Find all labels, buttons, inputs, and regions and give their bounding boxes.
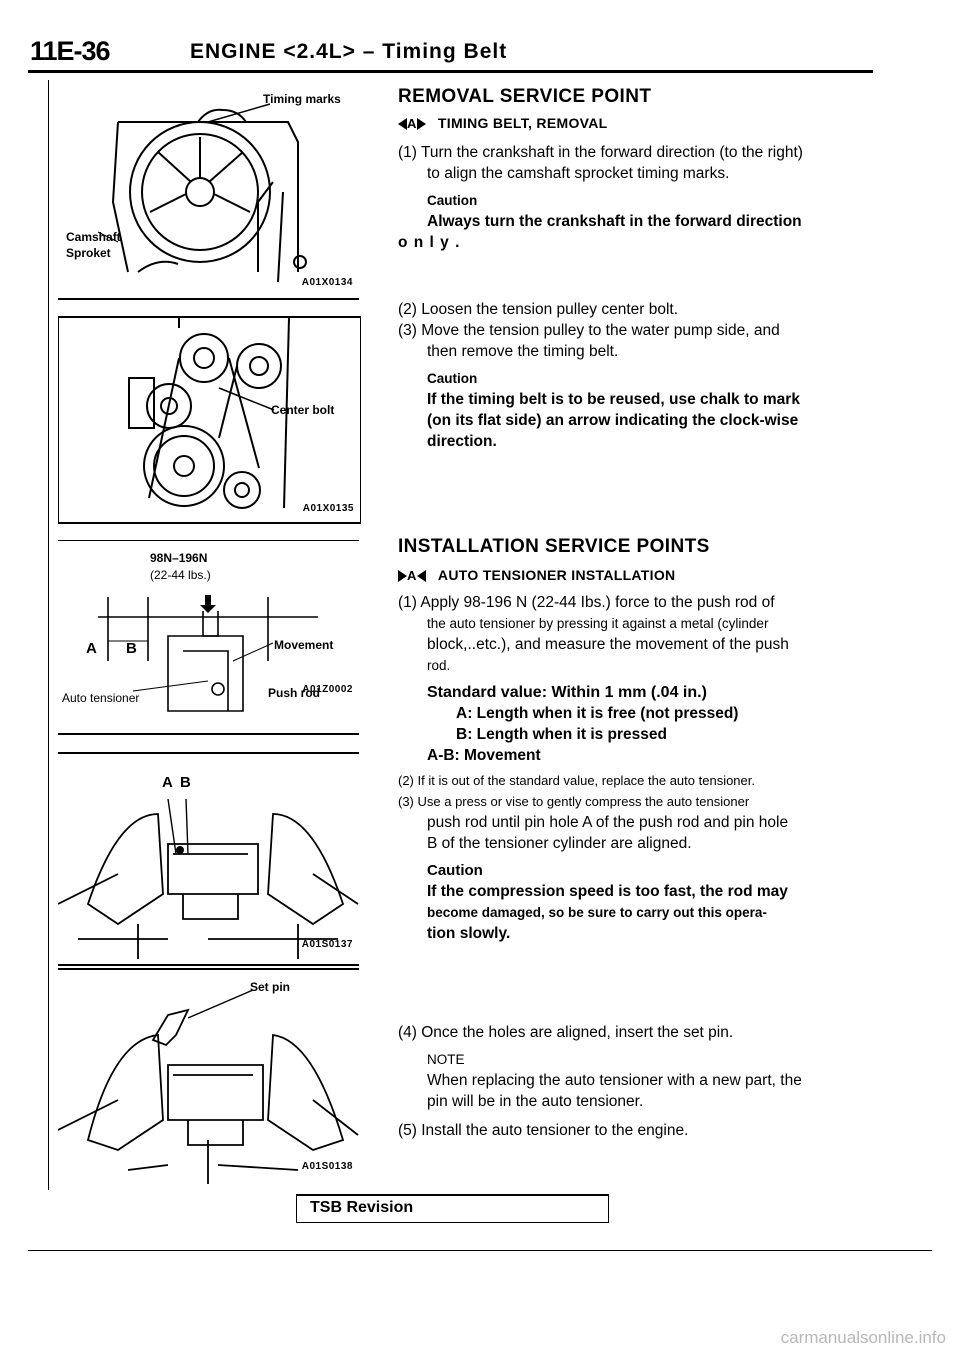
movement-label: Movement — [274, 638, 334, 652]
caution-text-cont: direction. — [427, 433, 497, 450]
watermark: carmanualsonline.info — [780, 1328, 946, 1347]
auto-tensioner-drawing — [98, 595, 318, 712]
installation-subheading-row: A AUTO TENSIONER INSTALLATION — [398, 565, 873, 586]
note-text: When replacing the auto tensioner with a… — [427, 1072, 802, 1089]
definition-a: A: Length when it is free (not pressed) — [456, 705, 739, 722]
figure-tensioner-vise: A B A01S0137 — [58, 752, 359, 966]
installation-step-1: (1) Apply 98-196 N (22-44 Ibs.) force to… — [398, 594, 775, 611]
service-marker: A — [407, 568, 417, 583]
removal-heading: REMOVAL SERVICE POINT — [398, 86, 652, 107]
installation-heading: INSTALLATION SERVICE POINTS — [398, 536, 710, 557]
removal-step-2: (2) Loosen the tension pulley center bol… — [398, 301, 679, 318]
dimension-b-label: B — [126, 640, 137, 657]
figure-code: A01S0138 — [301, 1161, 353, 1172]
caution-text-cont: o n l y . — [398, 234, 461, 251]
installation-subheading: AUTO TENSIONER INSTALLATION — [437, 567, 676, 583]
note-text-cont: pin will be in the auto tensioner. — [427, 1093, 644, 1110]
auto-tensioner-label: Auto tensioner — [62, 691, 140, 705]
camshaft-label: Camshaft — [66, 230, 121, 244]
caution-text-cont: become damaged, so be sure to carry out … — [427, 905, 767, 920]
installation-step-1-cont: rod. — [427, 658, 451, 673]
installation-step-3-cont: push rod until pin hole A of the push ro… — [427, 814, 789, 831]
hole-a-label: A — [162, 774, 173, 791]
tension-pulley-drawing — [128, 318, 290, 509]
figure-code: A01Z0002 — [302, 684, 353, 695]
triangle-left-icon — [416, 570, 426, 583]
push-rod-label: Push rod — [268, 686, 321, 700]
triangle-right-icon — [398, 570, 407, 583]
removal-subheading-row: A TIMING BELT, REMOVAL — [398, 113, 873, 134]
tsb-revision-label: TSB Revision — [310, 1199, 414, 1216]
tsb-revision-box — [296, 1194, 609, 1223]
installation-step-1-cont: the auto tensioner by pressing it agains… — [427, 616, 769, 631]
figure-tension-pulley: Center bolt A01X0135 — [58, 316, 361, 524]
removal-step-1: (1) Turn the crankshaft in the forward d… — [398, 144, 803, 161]
header-rule — [28, 70, 873, 73]
triangle-right-icon — [416, 118, 426, 131]
definition-b: B: Length when it is pressed — [456, 726, 667, 743]
dimension-a-label: A — [86, 640, 97, 657]
definition-movement: A-B: Movement — [427, 747, 541, 764]
installation-step-2: (2) If it is out of the standard value, … — [398, 773, 755, 788]
removal-step-3: (3) Move the tension pulley to the water… — [398, 322, 780, 339]
removal-step-3-cont: then remove the timing belt. — [427, 343, 619, 360]
installation-section: INSTALLATION SERVICE POINTS A AUTO TENSI… — [398, 536, 873, 1141]
caution-text-cont: tion slowly. — [427, 925, 511, 942]
standard-value: Standard value: Within 1 mm (.04 in.) — [427, 684, 707, 701]
caution-label: Caution — [427, 193, 478, 208]
figure-code: A01X0134 — [301, 277, 353, 288]
footer-rule — [28, 1250, 932, 1251]
installation-step-4: (4) Once the holes are aligned, insert t… — [398, 1024, 734, 1041]
removal-section: REMOVAL SERVICE POINT A TIMING BELT, REM… — [398, 86, 873, 452]
tensioner-vise-drawing — [58, 798, 359, 959]
caution-text: If the compression speed is too fast, th… — [427, 883, 788, 900]
set-pin-label: Set pin — [250, 980, 291, 994]
service-marker: A — [407, 116, 417, 131]
center-bolt-label: Center bolt — [271, 403, 335, 417]
installation-step-5: (5) Install the auto tensioner to the en… — [398, 1122, 689, 1139]
installation-step-3-cont: B of the tensioner cylinder are aligned. — [427, 835, 692, 852]
page-title: ENGINE <2.4L> – Timing Belt — [190, 40, 508, 63]
set-pin-drawing — [58, 989, 359, 1184]
figure-camshaft-sprocket: Timing marks Camshaft Sproket A01X0134 — [58, 82, 359, 300]
figure-code: A01S0137 — [301, 939, 353, 950]
installation-step-3: (3) Use a press or vise to gently compre… — [398, 794, 750, 809]
page-number: 11E-36 — [30, 36, 111, 66]
removal-step-1-cont: to align the camshaft sprocket timing ma… — [427, 165, 730, 182]
caution-text-cont: (on its flat side) an arrow indicating t… — [427, 412, 799, 429]
caution-label: Caution — [427, 371, 478, 386]
caution-text: Always turn the crankshaft in the forwar… — [427, 213, 802, 230]
hole-b-label: B — [180, 774, 191, 791]
figure-column-rule — [48, 80, 49, 1190]
camshaft-sprocket-drawing — [97, 103, 307, 283]
caution-text: If the timing belt is to be reused, use … — [427, 391, 800, 408]
figure-code: A01X0135 — [302, 503, 354, 514]
caution-label: Caution — [427, 862, 483, 879]
installation-step-1-cont: block,..etc.), and measure the movement … — [427, 636, 789, 653]
note-label: NOTE — [427, 1052, 465, 1067]
force-lbs-label: (22-44 lbs.) — [150, 568, 211, 582]
sprocket-label: Sproket — [66, 246, 111, 260]
removal-subheading: TIMING BELT, REMOVAL — [437, 115, 608, 131]
figure-set-pin: Set pin A01S0138 — [58, 968, 359, 1186]
figure-auto-tensioner: 98N–196N (22-44 lbs.) A B Movement Push … — [58, 540, 359, 735]
force-label: 98N–196N — [150, 551, 208, 565]
triangle-left-icon — [398, 118, 407, 131]
timing-marks-label: Timing marks — [263, 92, 341, 106]
